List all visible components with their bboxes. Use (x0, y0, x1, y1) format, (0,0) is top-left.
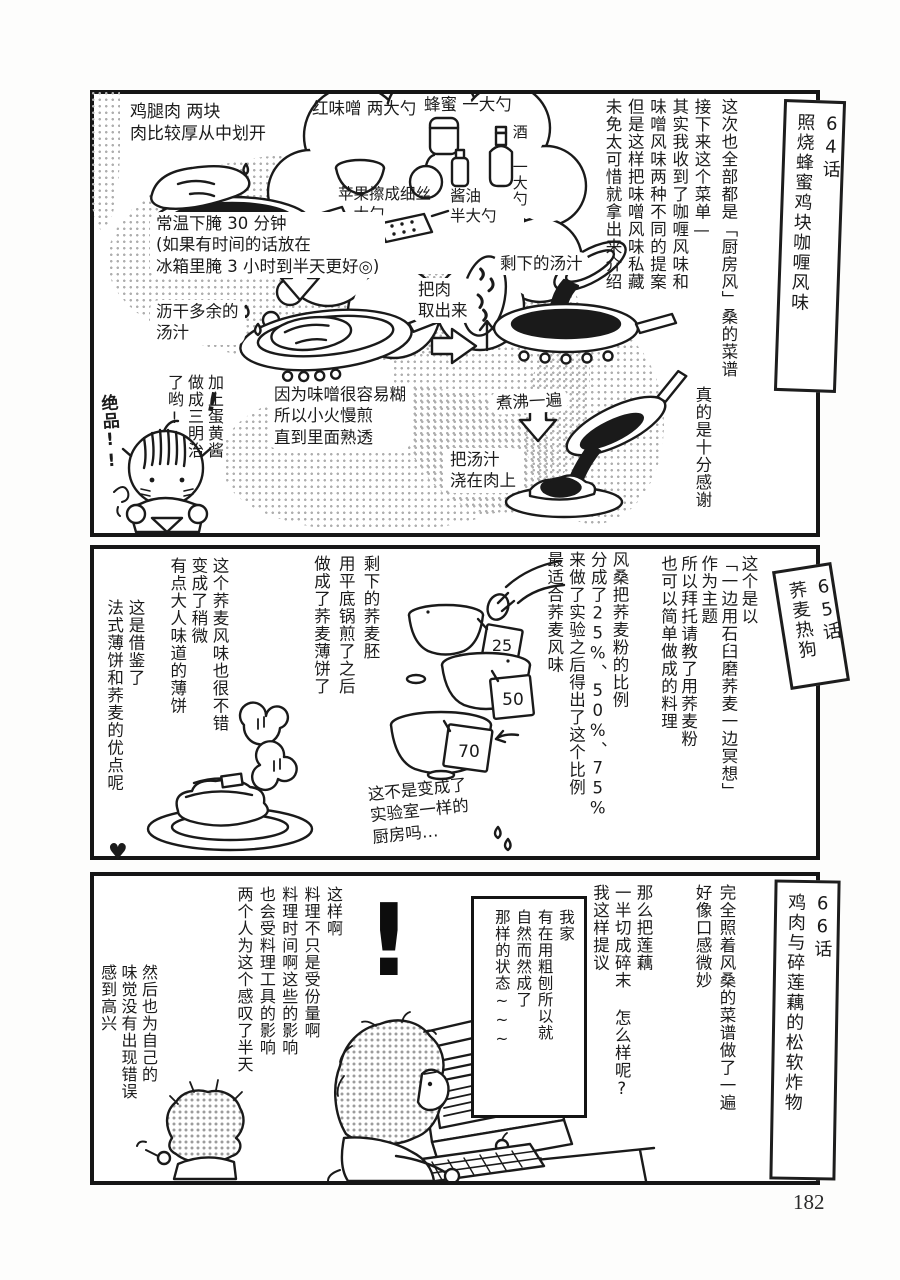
title-text-65: 65话 荞麦热狗 (784, 575, 843, 662)
panel-2: 25 50 70 (90, 545, 820, 865)
keyboard (398, 1142, 546, 1181)
bowl-25: 25 (407, 603, 524, 665)
sweat-drop-icon (493, 825, 512, 852)
crepe-note-1: 剩下的荞麦胚 用平底锅煎了之后 做成了荞麦薄饼了 (311, 555, 381, 695)
crepe-note-2: 这个荞麦风味也很不错 变成了稍微 有点大人味道的薄饼 (167, 557, 229, 732)
meat-note: 鸡腿肉 两块 肉比较厚从中划开 (124, 100, 272, 147)
title-text-64: 64话 照烧蜂蜜鸡块咖喱风味 (787, 112, 843, 313)
intro-block: 这个是以 「一边用石臼磨荞麦一边冥想」 作为主题 所以拜托请教了用荞麦粉 也可以… (658, 555, 759, 800)
crepe-note-3: 这是借鉴了 法式薄饼和荞麦的优点呢 (104, 599, 145, 792)
intro-main: 这次也全部都是「厨房风」桑的菜谱 (718, 98, 738, 378)
title-box-66: 66话 鸡肉与碎莲藕的松软炸物 (769, 879, 841, 1181)
ingredient-soy: 酱油 半大勺 (450, 187, 497, 226)
simmer-note: 因为味噌很容易糊 所以小火慢煎 直到里面熟透 (268, 383, 412, 450)
panel-1: 鸡腿肉 两块 肉比较厚从中划开 红味噌 两大勺 蜂蜜 一大勺 酒 一大勺 苹果擦… (90, 90, 820, 537)
arrow-left-icon (494, 729, 520, 744)
commentary-block: 接下来这个菜单— 其实我收到了咖喱风味和 味噌风味两种不同的提案 但是这样把味噌… (602, 98, 711, 291)
page-number: 182 (793, 1190, 825, 1214)
bowl-50: 50 (405, 651, 535, 720)
drain-note: 沥干多余的 汤汁 (150, 300, 245, 345)
recipe-note: 完全照着风桑的菜谱做了一遍 好像口感微妙 (693, 884, 736, 1112)
halftone-blob (90, 90, 120, 230)
honey-jar-icon (428, 116, 460, 156)
bowl-tag-25: 25 (492, 636, 512, 655)
ingredient-miso: 红味噌 两大勺 (312, 99, 417, 118)
panel-3: 完全照着风桑的菜谱做了一遍 好像口感微妙 那么把莲藕 一半切成碎末 怎么样呢? … (90, 872, 820, 1185)
experiment-block: 风桑把荞麦粉的比例 分成了25%、50%、75% 来做了实验之后得出了这个比例 … (544, 551, 629, 819)
leftover-note: 剩下的汤汁 (494, 252, 589, 276)
title-box-64: 64话 照烧蜂蜜鸡块咖喱风味 (773, 99, 847, 393)
desk (376, 1146, 656, 1181)
bowl-tag-50: 50 (502, 690, 524, 710)
reply-text: 我家 有在用粗刨所以就 自然而然成了 那样的状态~~~ (492, 909, 575, 1049)
marinate-note: 常温下腌 30 分钟 (如果有时间的话放在 冰箱里腌 3 小时到半天更好◎) (150, 212, 386, 279)
suggestion-block: 那么把莲藕 一半切成碎末 怎么样呢? 我这样提议 (590, 884, 653, 1099)
big-exclamation-mark: ! (366, 882, 412, 999)
bowl-70: 70 (389, 710, 520, 781)
title-text-66: 66话 鸡肉与碎莲藕的松软炸物 (781, 892, 834, 1113)
computer-person (327, 1011, 461, 1181)
reply-speech-box: 我家 有在用粗刨所以就 自然而然成了 那样的状态~~~ (471, 896, 587, 1118)
ingredient-sake: 酒 一大勺 (510, 124, 529, 207)
intro-sub: 真的是十分感谢 (692, 386, 712, 509)
pour-note: 把汤汁 浇在肉上 (444, 448, 522, 493)
happy-note: 然后也为自己的 味觉没有出现错误 感到高兴 (98, 964, 158, 1100)
sandwich-note: 加上蛋黄酱 做成三明治 了哟! (165, 374, 224, 459)
heart-icon: ♥ (108, 840, 128, 865)
takeout-note: 把肉 取出来 (412, 278, 474, 323)
ingredient-honey: 蜂蜜 一大勺 (424, 95, 512, 114)
reflection-block: 这样啊 料理不只是受份量啊 料理时间啊这些的影响 也会受料理工具的影响 两个人为… (234, 886, 343, 1073)
lab-note: 这不是变成了 实验室一样的 厨房吗… (367, 774, 470, 847)
exquisite-note: 绝品!! (96, 393, 123, 473)
bowl-tag-70: 70 (458, 742, 480, 762)
boil-note: 煮沸一遍 (489, 387, 569, 416)
